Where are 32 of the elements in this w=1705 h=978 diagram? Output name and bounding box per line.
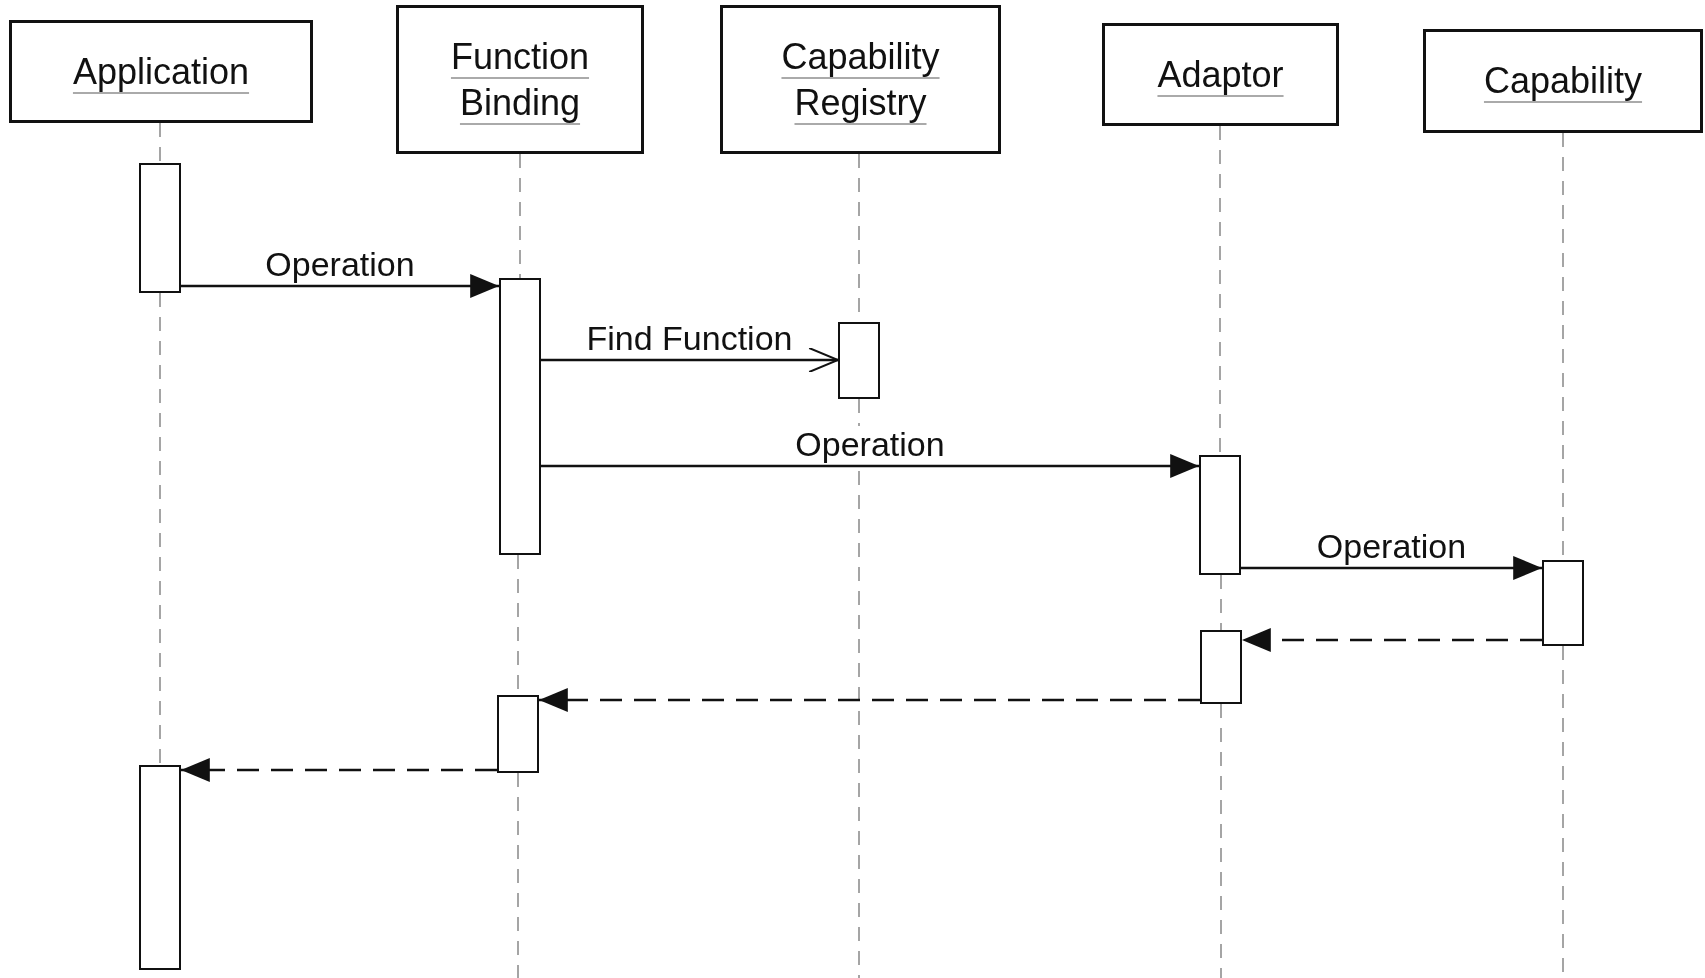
lifeline bbox=[1220, 574, 1222, 631]
activation-bar bbox=[497, 695, 539, 773]
activation-bar bbox=[1199, 455, 1241, 575]
activation-bar bbox=[1542, 560, 1584, 646]
lifeline bbox=[159, 122, 161, 164]
message-arrow bbox=[181, 274, 499, 298]
participant-name: Adaptor bbox=[1156, 52, 1285, 97]
message-arrow bbox=[539, 688, 1200, 712]
message-arrow bbox=[541, 347, 839, 373]
participant-name: Application bbox=[71, 49, 251, 94]
activation-bar bbox=[838, 322, 880, 399]
participant-name: Function Binding bbox=[449, 34, 591, 125]
activation-bar bbox=[139, 163, 181, 293]
message-arrow bbox=[181, 758, 497, 782]
lifeline-head-box bbox=[1102, 23, 1339, 126]
lifeline-head-box bbox=[396, 5, 644, 154]
lifeline bbox=[1220, 703, 1222, 978]
lifeline bbox=[519, 153, 521, 279]
lifeline-head-box bbox=[720, 5, 1001, 154]
lifeline bbox=[858, 398, 860, 978]
activation-bar bbox=[139, 765, 181, 970]
message-arrow bbox=[541, 454, 1199, 478]
message-arrow bbox=[1242, 628, 1542, 652]
activation-bar bbox=[499, 278, 541, 555]
lifeline-head-box bbox=[1423, 29, 1703, 133]
participant-name: Capability Registry bbox=[780, 34, 941, 125]
lifeline-head-box bbox=[9, 20, 313, 123]
participant-name: Capability bbox=[1482, 59, 1644, 103]
lifeline bbox=[517, 772, 519, 978]
message-arrow bbox=[1241, 556, 1542, 580]
lifeline bbox=[159, 292, 161, 766]
activation-bar bbox=[1200, 630, 1242, 704]
